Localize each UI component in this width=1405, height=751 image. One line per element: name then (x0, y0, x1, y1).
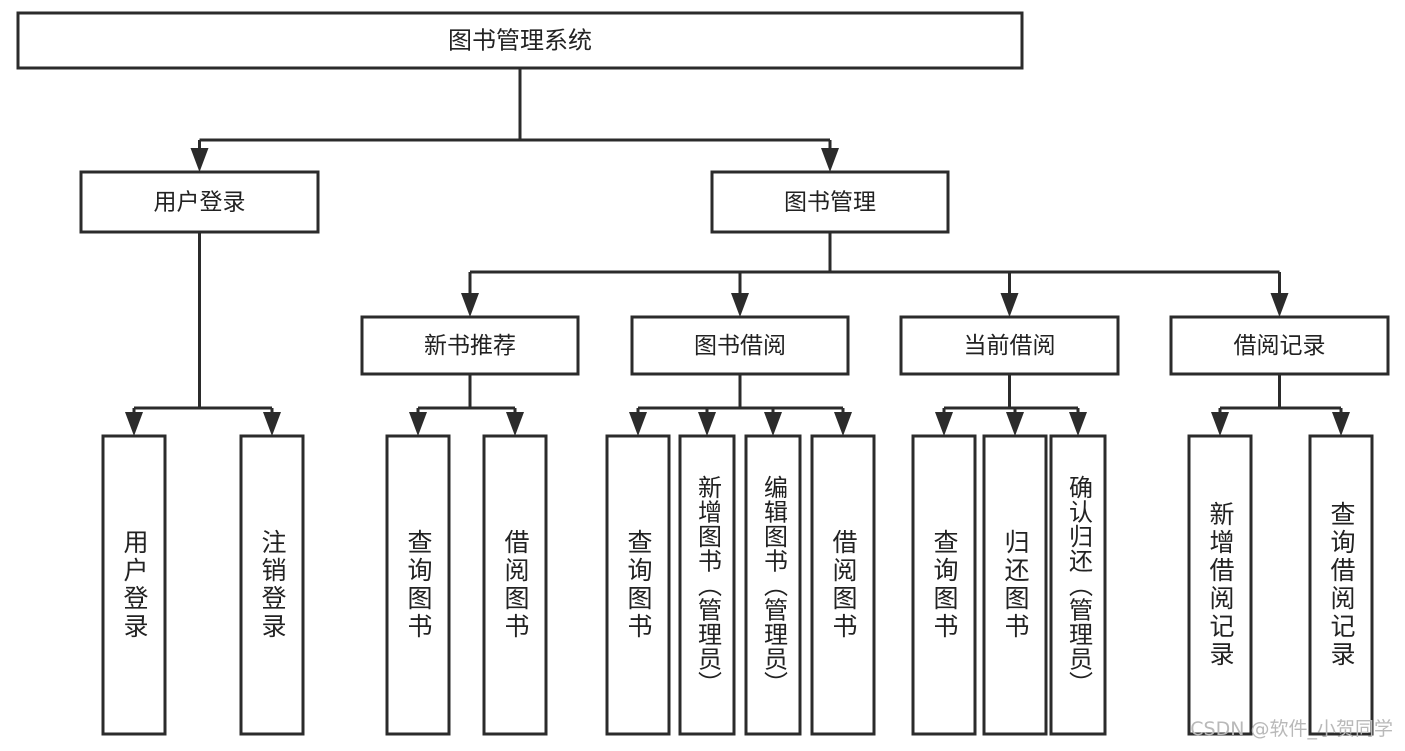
node-leaf-9[interactable] (982, 434, 1048, 736)
node-leaf-2[interactable] (385, 434, 451, 736)
node-leaf-11[interactable] (1187, 434, 1253, 736)
node-root-label: 图书管理系统 (448, 27, 592, 55)
node-leaf-3-rect[interactable] (482, 434, 548, 736)
node-leaf-9-rect[interactable] (982, 434, 1048, 736)
node-leaf-12[interactable] (1308, 434, 1374, 736)
node-leaf-12-rect[interactable] (1308, 434, 1374, 736)
node-leaf-4[interactable] (605, 434, 671, 736)
node-leaf-0-rect[interactable] (101, 434, 167, 736)
node-level2-0-label: 用户登录 (154, 190, 246, 216)
node-leaf-5[interactable] (678, 434, 736, 736)
arrow-to-level3-1 (731, 293, 749, 317)
node-root-rect[interactable] (16, 11, 1024, 70)
node-level3-0[interactable]: 新书推荐 (360, 315, 580, 376)
node-root[interactable]: 图书管理系统 (16, 11, 1024, 70)
arrow-to-leaf-2-2 (764, 412, 782, 436)
node-leaf-7[interactable] (810, 434, 876, 736)
arrow-to-leaf-3-1 (1006, 412, 1024, 436)
node-level2-0-rect[interactable] (79, 170, 320, 234)
node-level3-2-rect[interactable] (899, 315, 1120, 376)
node-leaf-8[interactable] (911, 434, 977, 736)
arrow-to-leaf-0-1 (263, 412, 281, 436)
arrow-to-leaf-2-1 (698, 412, 716, 436)
node-level2-1[interactable]: 图书管理 (710, 170, 950, 234)
node-leaf-10-rect[interactable] (1049, 434, 1107, 736)
arrow-to-leaf-1-0 (409, 412, 427, 436)
arrow-to-level3-0 (461, 293, 479, 317)
arrow-to-leaf-4-1 (1332, 412, 1350, 436)
node-level2-1-rect[interactable] (710, 170, 950, 234)
node-level3-3-rect[interactable] (1169, 315, 1390, 376)
node-leaf-4-rect[interactable] (605, 434, 671, 736)
node-leaf-6-rect[interactable] (744, 434, 802, 736)
node-leaf-0[interactable] (101, 434, 167, 736)
arrow-to-level3-3 (1270, 293, 1289, 317)
arrow-to-leaf-0-0 (125, 412, 143, 436)
node-leaf-8-rect[interactable] (911, 434, 977, 736)
arrow-to-leaf-1-1 (506, 412, 524, 436)
watermark-text: CSDN @软件_小贺同学 (1190, 718, 1393, 740)
node-leaf-11-rect[interactable] (1187, 434, 1253, 736)
node-level3-1[interactable]: 图书借阅 (630, 315, 850, 376)
node-level2-0[interactable]: 用户登录 (79, 170, 320, 234)
arrow-to-leaf-4-0 (1211, 412, 1229, 436)
node-leaf-1[interactable] (239, 434, 305, 736)
arrow-to-level2-1 (821, 148, 839, 172)
arrow-to-leaf-2-3 (834, 412, 852, 436)
node-level3-3[interactable]: 借阅记录 (1169, 315, 1390, 376)
node-level3-2-label: 当前借阅 (964, 333, 1056, 359)
arrow-to-leaf-3-0 (935, 412, 953, 436)
node-level3-1-label: 图书借阅 (694, 333, 786, 359)
node-level3-0-rect[interactable] (360, 315, 580, 376)
edge-layer (125, 68, 1350, 436)
node-leaf-2-rect[interactable] (385, 434, 451, 736)
arrow-to-leaf-3-2 (1069, 412, 1087, 436)
node-level3-0-label: 新书推荐 (424, 333, 516, 359)
node-leaf-6[interactable] (744, 434, 802, 736)
node-level3-2[interactable]: 当前借阅 (899, 315, 1120, 376)
arrow-to-level2-0 (190, 148, 209, 172)
node-leaf-5-rect[interactable] (678, 434, 736, 736)
arrow-to-leaf-2-0 (629, 412, 647, 436)
node-leaf-3[interactable] (482, 434, 548, 736)
node-level3-1-rect[interactable] (630, 315, 850, 376)
node-level3-3-label: 借阅记录 (1234, 333, 1326, 359)
arrow-to-level3-2 (1000, 293, 1019, 317)
node-level2-1-label: 图书管理 (784, 190, 876, 216)
node-leaf-1-rect[interactable] (239, 434, 305, 736)
node-leaf-7-rect[interactable] (810, 434, 876, 736)
node-leaf-10[interactable] (1049, 434, 1107, 736)
